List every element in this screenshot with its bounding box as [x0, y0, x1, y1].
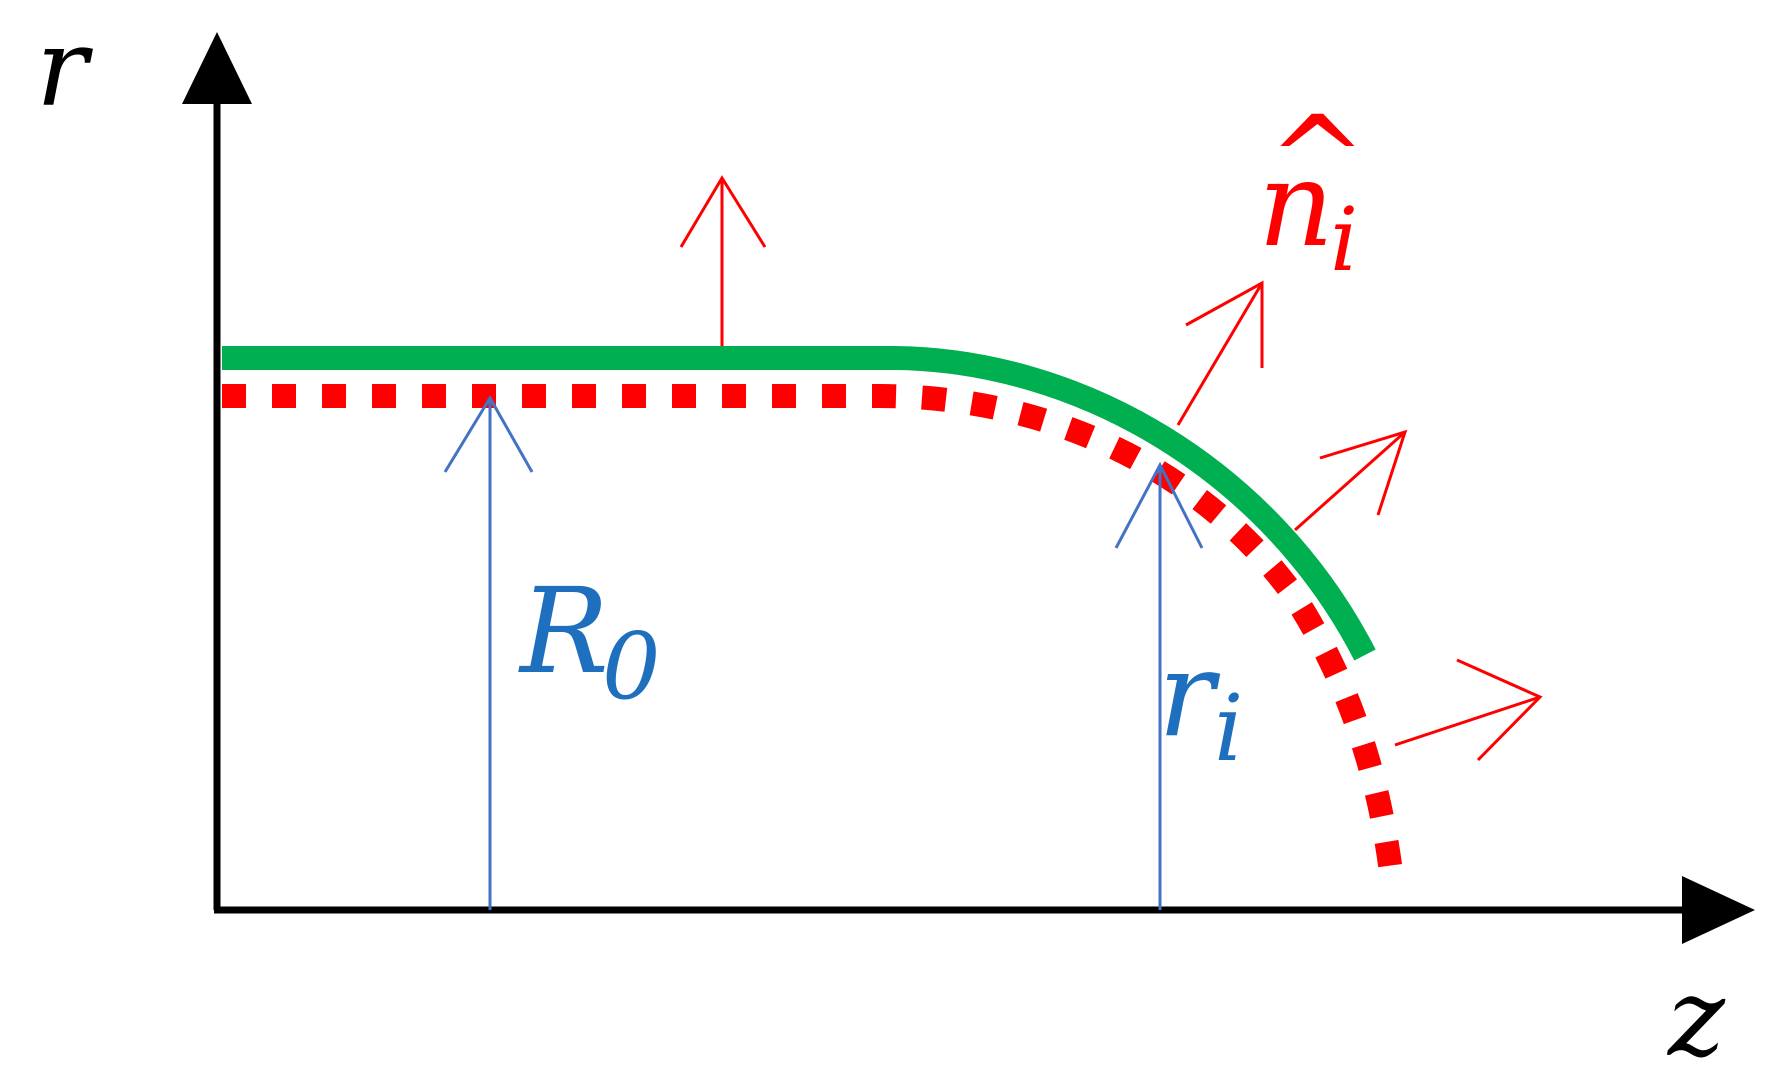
- normal-arrows: [679, 175, 1543, 762]
- ri-label-subscript: i: [1214, 675, 1243, 782]
- z-axis-label: z: [1666, 956, 1726, 1081]
- normal-label-hat: ^: [1268, 90, 1367, 228]
- axes: [182, 32, 1755, 944]
- normal-arrow-4-head-icon: [1456, 658, 1543, 762]
- radius-arrow-r0-head-icon: [443, 395, 534, 473]
- normal-label-main: n: [1258, 135, 1334, 273]
- normal-arrow-2-head-icon: [1185, 280, 1264, 368]
- ri-label: r i: [1158, 625, 1243, 782]
- radius-arrows: [443, 395, 1204, 910]
- normal-arrow-3-shaft: [1294, 430, 1406, 532]
- normal-arrow-1-head-icon: [679, 175, 767, 248]
- ri-label-main: r: [1158, 625, 1221, 763]
- normal-arrow-3-head-icon: [1319, 429, 1408, 516]
- r0-label-main: R: [518, 562, 609, 700]
- normal-arrow-4-shaft: [1394, 695, 1541, 747]
- r-axis-arrowhead-icon: [182, 32, 252, 104]
- normal-label-subscript: i: [1330, 188, 1358, 291]
- r0-label-subscript: 0: [602, 613, 661, 720]
- z-axis-arrowhead-icon: [1682, 876, 1755, 944]
- normal-label: n ^ i: [1258, 90, 1367, 291]
- green-profile: [222, 346, 1376, 661]
- normal-arrow-2-shaft: [1176, 282, 1264, 426]
- r-axis-label: r: [36, 6, 93, 131]
- r0-label: R 0: [518, 562, 661, 720]
- radius-arrow-ri-head-icon: [1114, 461, 1204, 549]
